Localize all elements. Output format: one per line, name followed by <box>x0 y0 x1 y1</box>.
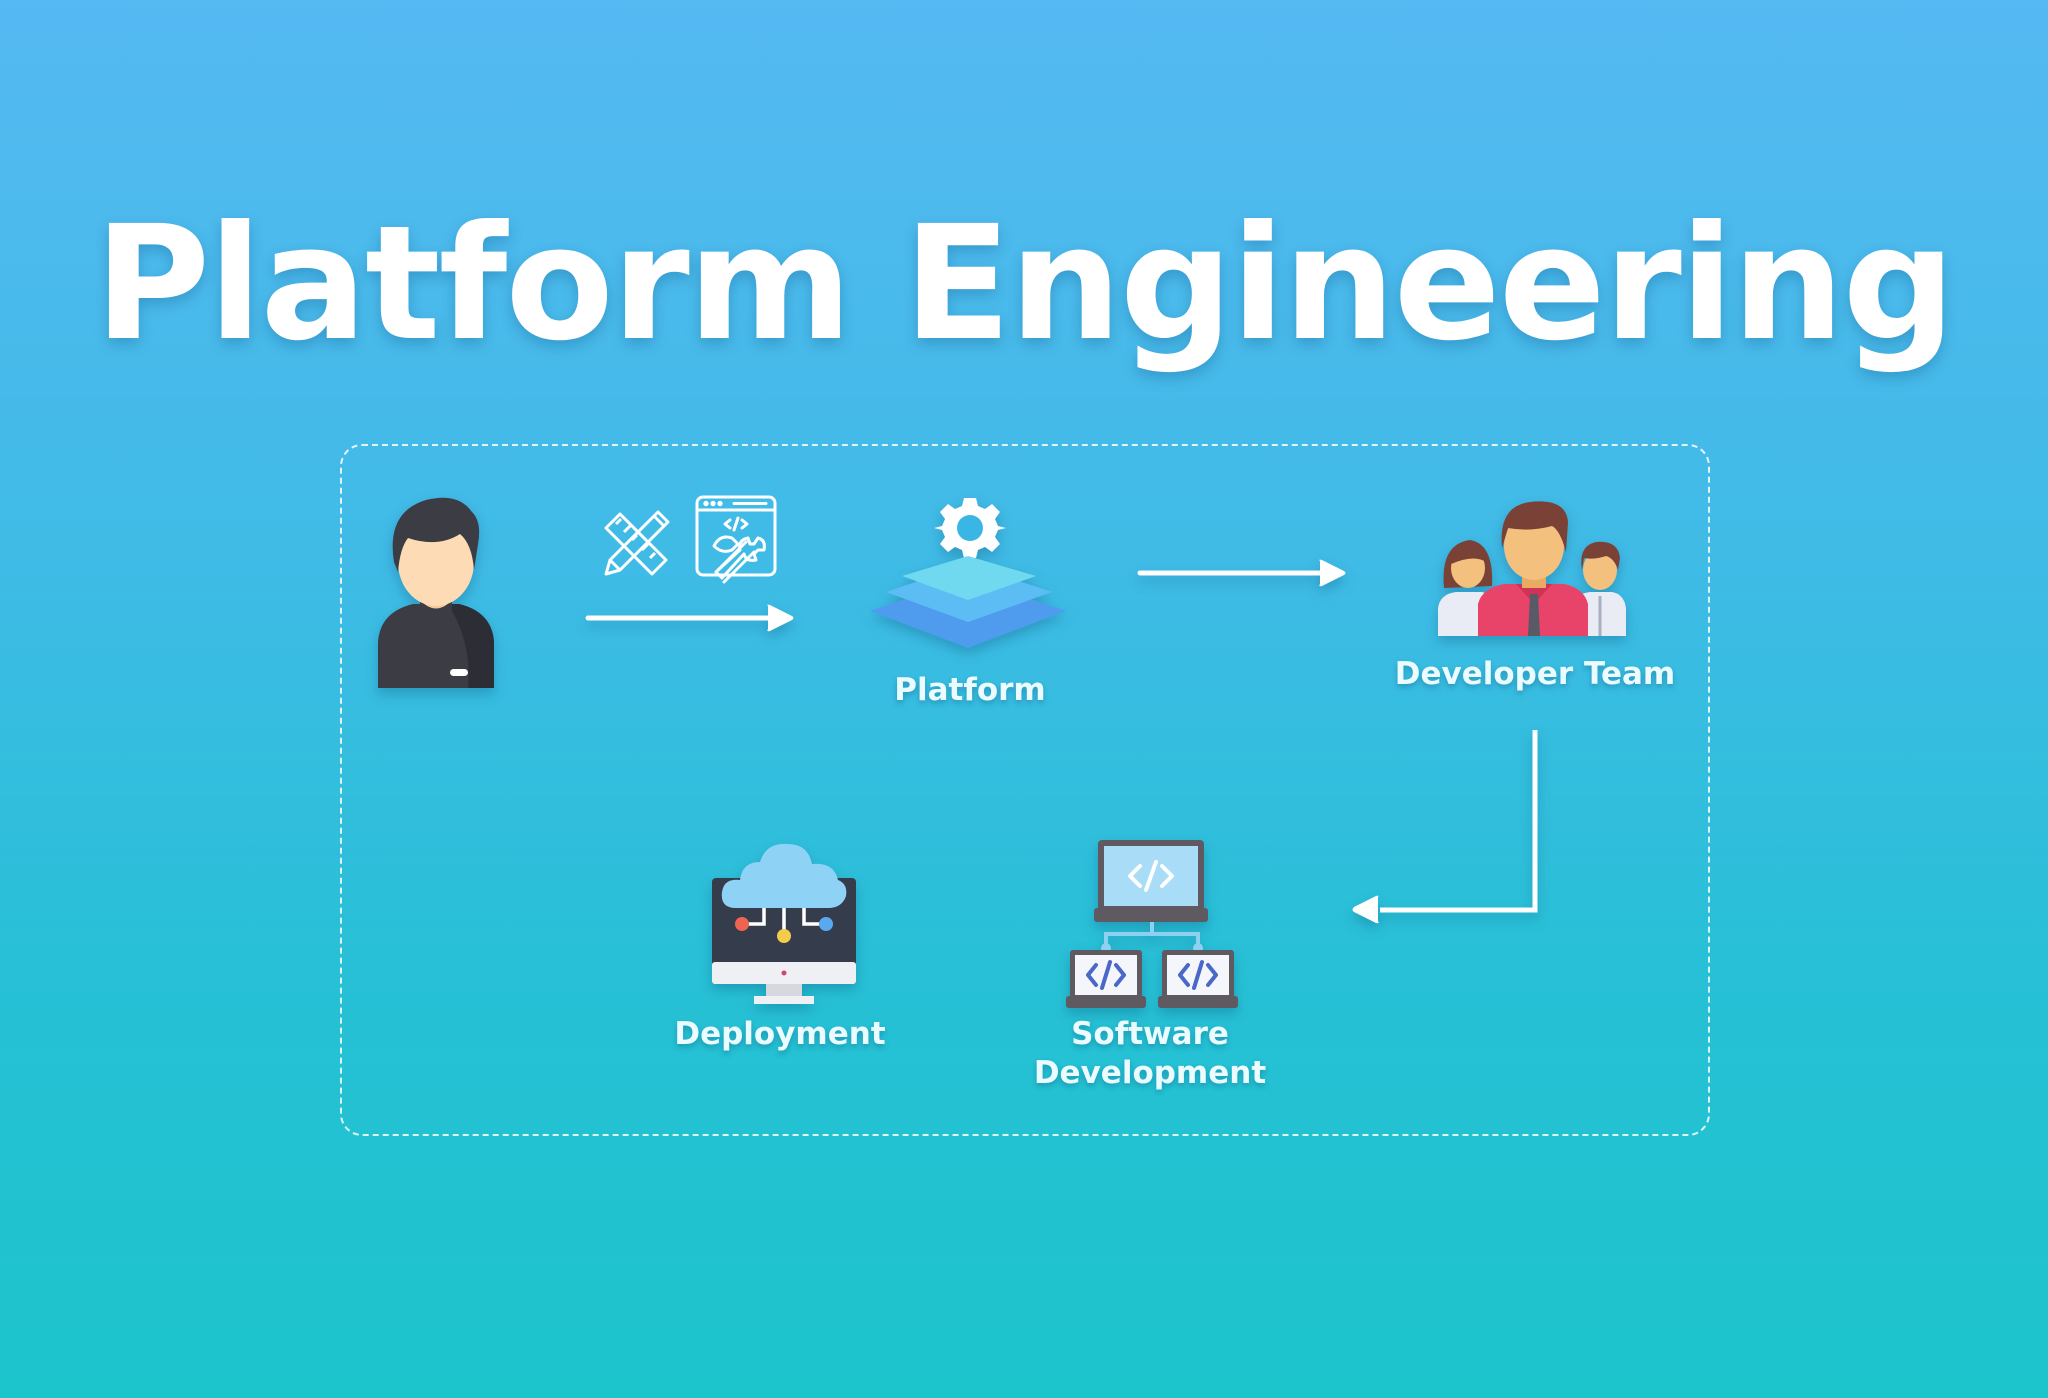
developer-team-label: Developer Team <box>1394 656 1676 692</box>
arrow-elbow-left-icon <box>1352 730 1538 924</box>
team-icon <box>1438 501 1626 636</box>
arrow-right-icon <box>1137 559 1346 587</box>
page-title: Platform Engineering <box>94 192 1955 376</box>
platform-label: Platform <box>894 672 1046 708</box>
browser-tools-icon <box>695 495 777 584</box>
software-development-label-line1: Software <box>1071 1016 1229 1052</box>
software-development-label-line2: Development <box>1033 1055 1267 1091</box>
arrow-right-icon <box>585 604 794 632</box>
cloud-monitor-icon <box>712 843 856 1004</box>
diagram-frame <box>340 444 1710 1136</box>
pencil-ruler-icon <box>604 510 670 576</box>
deployment-label: Deployment <box>674 1016 886 1052</box>
code-hierarchy-icon <box>1066 840 1238 1008</box>
person-icon <box>378 497 494 688</box>
gear-icon <box>934 498 1006 558</box>
platform-layers-icon <box>870 498 1066 648</box>
